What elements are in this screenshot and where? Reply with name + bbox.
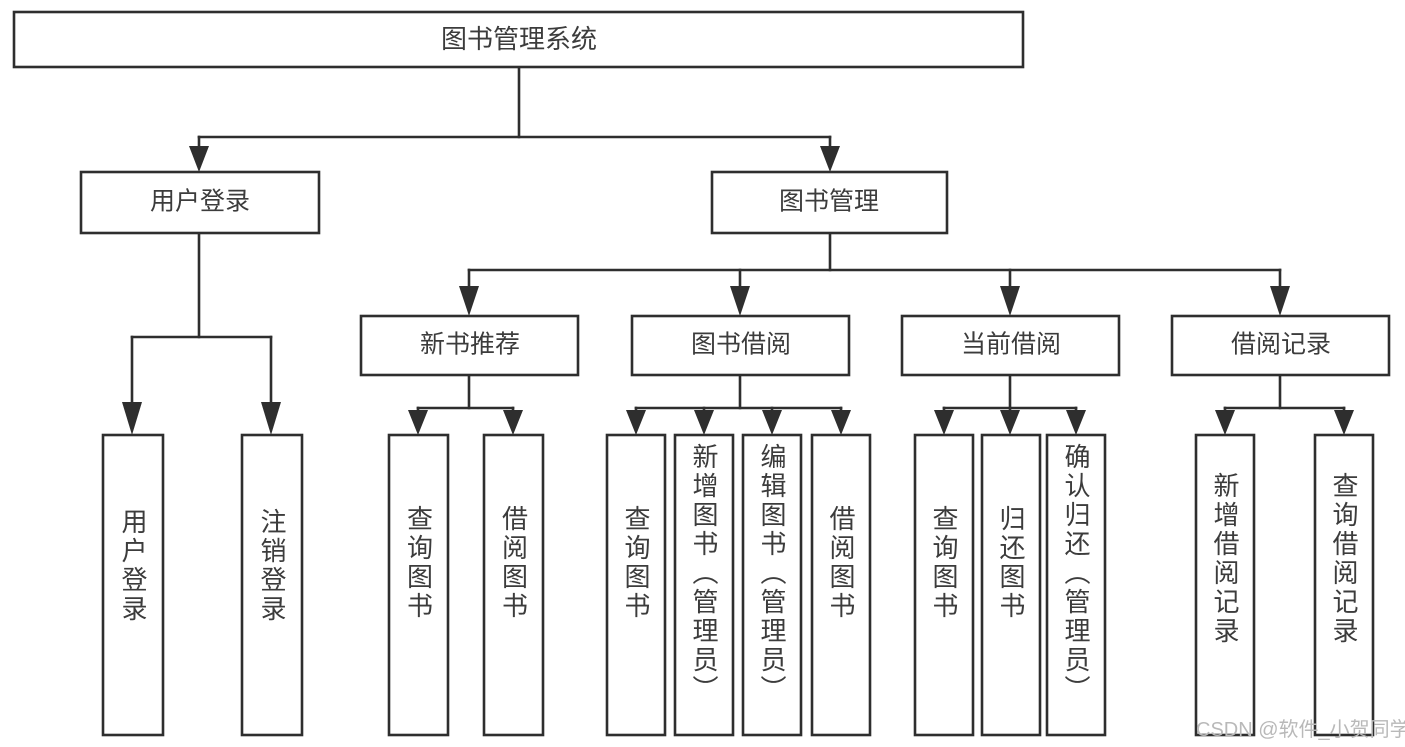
arrowhead-leaf-bb-4 [831,410,851,435]
node-user-login[interactable]: 用户登录 [79,170,321,235]
node-borrow-records[interactable]: 借阅记录 [1170,314,1391,377]
leaf-box-br-2[interactable] [1313,433,1375,737]
node-user-login-label: 用户登录 [150,188,250,216]
arrowhead-leaf-bb-2 [694,410,714,435]
arrowhead-leaf-user-login-1 [122,402,142,435]
node-new-book-recommend[interactable]: 新书推荐 [359,314,580,377]
node-book-management-label: 图书管理 [779,188,879,216]
node-new-book-recommend-box[interactable] [359,314,580,377]
arrowhead-leaf-cb-3 [1066,410,1086,435]
arrowhead-user-login [189,146,209,172]
node-new-book-recommend-label: 新书推荐 [420,331,520,359]
arrowhead-level2-1 [459,286,479,316]
arrowhead-leaf-bb-3 [762,410,782,435]
leaf-box-user-login-1[interactable] [101,433,165,737]
arrowhead-leaf-br-1 [1215,410,1235,435]
leaf-box-cb-1[interactable] [913,433,975,737]
leaf-box-nbr-1[interactable] [387,433,450,737]
leaf-box-cb-3[interactable] [1045,433,1107,737]
arrowhead-leaf-br-2 [1334,410,1354,435]
arrowhead-leaf-nbr-1 [408,410,428,435]
leaf-boxes [101,433,1375,737]
node-borrow-records-label: 借阅记录 [1231,331,1331,359]
leaf-box-br-1[interactable] [1194,433,1256,737]
node-root[interactable]: 图书管理系统 [12,10,1025,69]
node-book-borrow[interactable]: 图书借阅 [630,314,851,377]
node-root-label: 图书管理系统 [441,24,597,54]
arrowhead-level2-2 [730,286,750,316]
arrowhead-leaf-cb-1 [934,410,954,435]
node-current-borrow[interactable]: 当前借阅 [900,314,1121,377]
arrowhead-leaf-cb-2 [1000,410,1020,435]
node-root-box[interactable] [12,10,1025,69]
node-book-borrow-label: 图书借阅 [691,331,791,359]
node-current-borrow-box[interactable] [900,314,1121,377]
arrowhead-leaf-nbr-2 [503,410,523,435]
leaf-box-bb-2[interactable] [673,433,735,737]
leaf-box-cb-2[interactable] [980,433,1042,737]
connectors [122,65,1354,435]
arrowhead-level2-3 [1000,286,1020,316]
leaf-box-nbr-2[interactable] [482,433,545,737]
node-book-management[interactable]: 图书管理 [710,170,949,235]
leaf-box-bb-4[interactable] [810,433,872,737]
node-user-login-box[interactable] [79,170,321,235]
arrowhead-book-manage [820,146,840,172]
leaf-box-user-login-2[interactable] [240,433,304,737]
leaf-box-bb-1[interactable] [605,433,667,737]
arrowhead-leaf-user-login-2 [261,402,281,435]
node-borrow-records-box[interactable] [1170,314,1391,377]
arrowhead-leaf-bb-1 [626,410,646,435]
arrowhead-level2-4 [1270,286,1290,316]
node-book-management-box[interactable] [710,170,949,235]
leaf-box-bb-3[interactable] [741,433,803,737]
node-current-borrow-label: 当前借阅 [961,331,1061,359]
node-book-borrow-box[interactable] [630,314,851,377]
